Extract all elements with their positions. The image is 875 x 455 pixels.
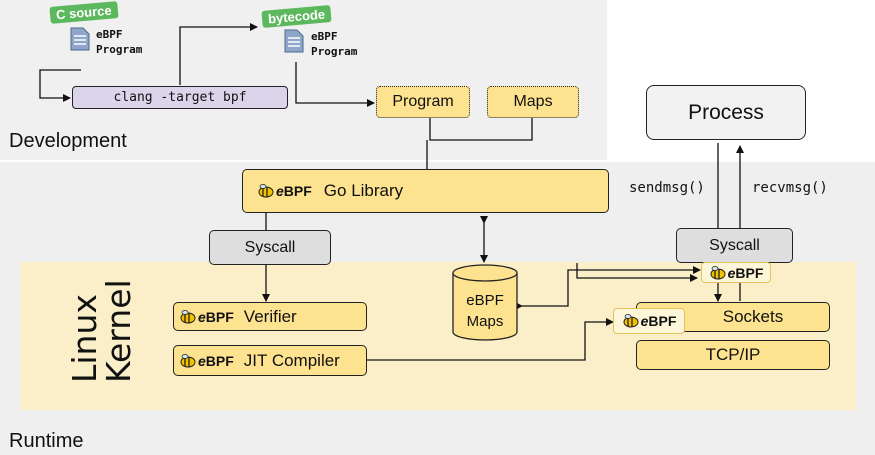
go-library-label: Go Library <box>323 181 404 200</box>
kernel-region <box>20 262 856 410</box>
syscall-left-box: Syscall <box>209 230 331 265</box>
ebpf-maps-label: eBPF Maps <box>466 292 504 330</box>
bee-icon <box>180 353 196 367</box>
bytecode-file-label: eBPF Program <box>311 30 358 58</box>
c-source-file-label: eBPF Program <box>96 28 143 56</box>
clang-compiler-box: clang -target bpf <box>72 86 288 109</box>
recvmsg-label: recvmsg() <box>752 180 828 196</box>
bee-icon <box>180 309 196 323</box>
tcpip-label: TCP/IP <box>705 345 761 364</box>
bee-icon <box>258 184 274 198</box>
process-box: Process <box>646 85 806 140</box>
sockets-label: Sockets <box>722 307 784 326</box>
tcpip-box: TCP/IP <box>636 340 830 370</box>
file-icon <box>284 29 304 53</box>
sendmsg-label: sendmsg() <box>629 180 705 196</box>
jit-compiler-label: JIT Compiler <box>243 350 340 370</box>
bee-icon <box>710 265 726 279</box>
verifier-label: Verifier <box>243 306 297 326</box>
development-label: Development <box>9 130 127 152</box>
program-box: Program <box>376 86 470 118</box>
bee-icon <box>623 314 639 328</box>
file-icon <box>70 27 90 51</box>
syscall-right-box: Syscall <box>676 228 793 263</box>
development-region <box>0 0 607 160</box>
runtime-label: Runtime <box>9 430 84 452</box>
maps-box: Maps <box>487 86 579 118</box>
ebpf-maps-cylinder <box>452 264 518 341</box>
